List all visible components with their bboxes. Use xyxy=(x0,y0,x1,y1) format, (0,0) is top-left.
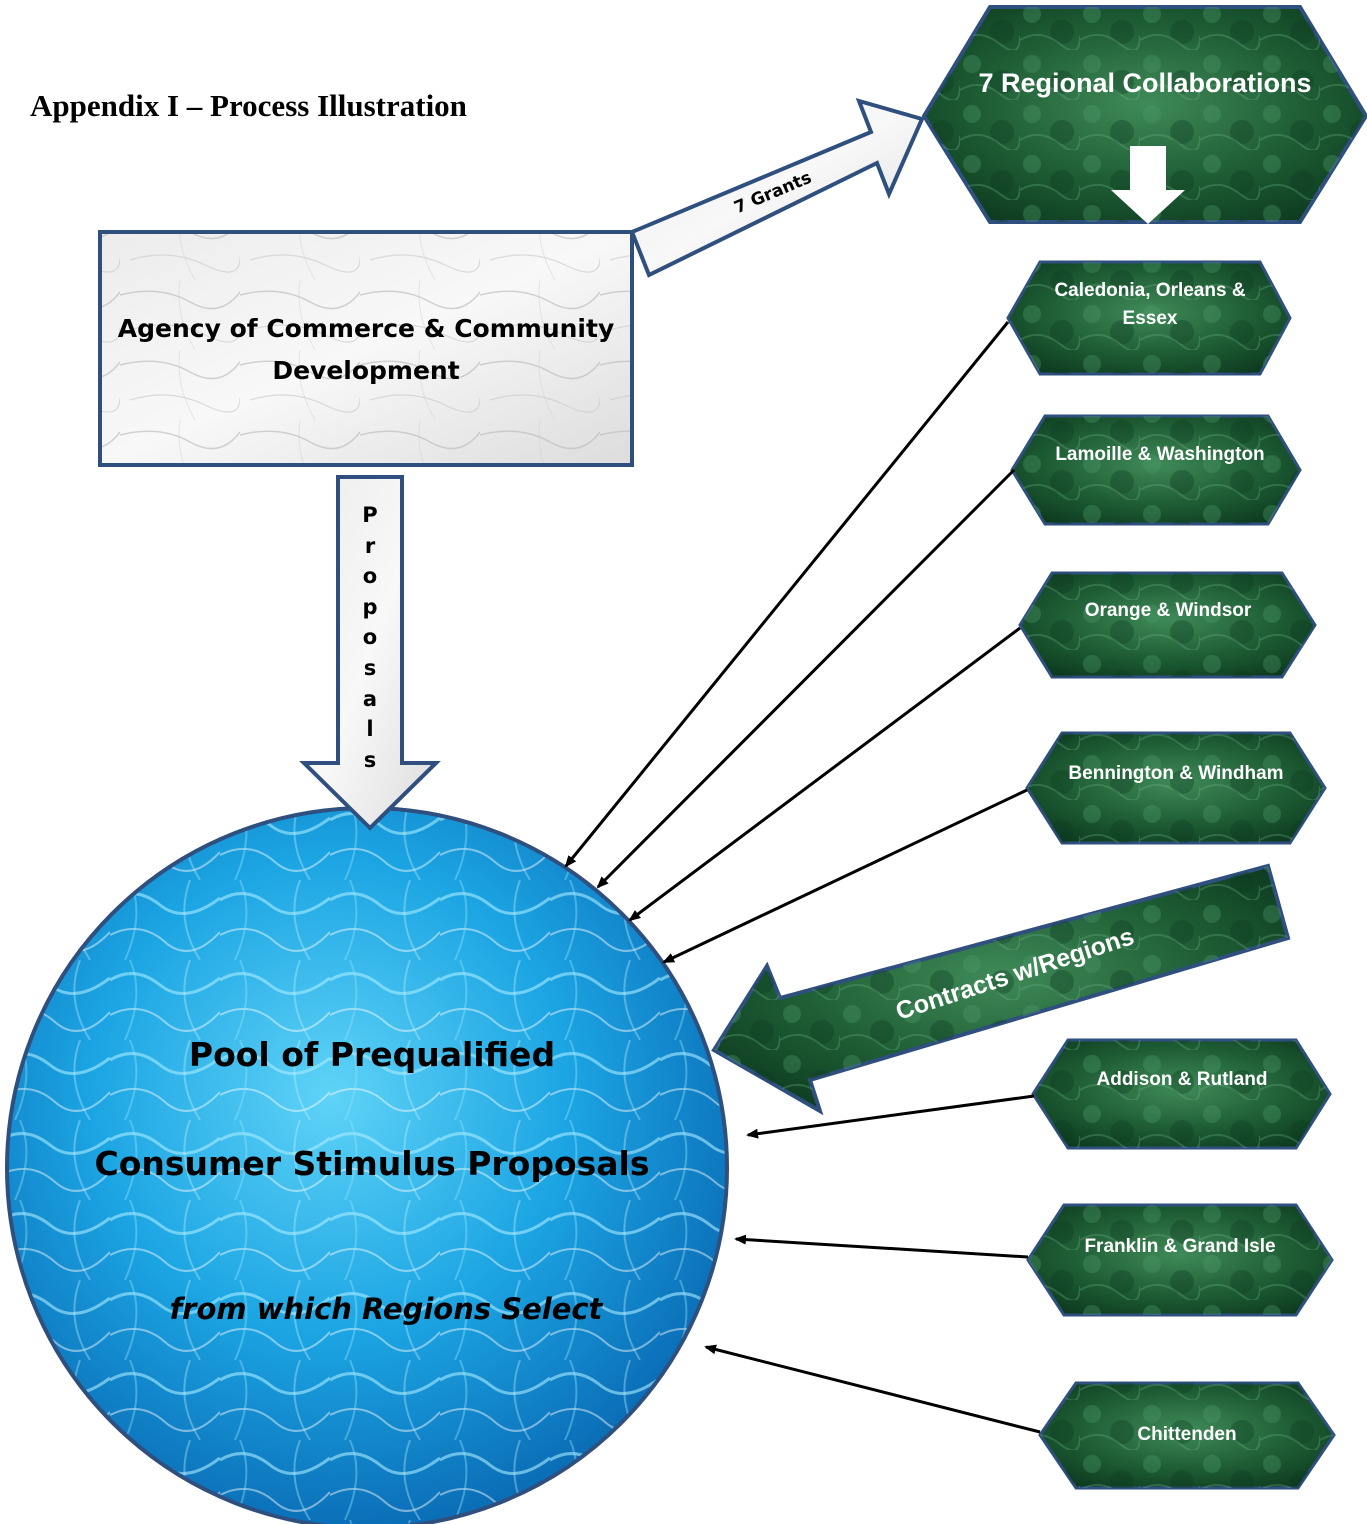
connector-arrow-4 xyxy=(662,788,1028,964)
proposals-letter: p xyxy=(362,594,378,619)
connector-arrow-7 xyxy=(704,1344,1041,1434)
connector-arrow-2 xyxy=(596,468,1016,889)
agency-box xyxy=(98,230,634,467)
connector-arrow-6 xyxy=(734,1234,1029,1259)
region-label-2: Lamoille & Washington xyxy=(1055,444,1265,465)
region-label-4: Bennington & Windham xyxy=(1068,763,1284,784)
region-label-5: Addison & Rutland xyxy=(1096,1069,1268,1090)
region-label-6: Franklin & Grand Isle xyxy=(1084,1236,1276,1257)
region-hexagon-2 xyxy=(1010,414,1302,526)
proposals-letter: a xyxy=(362,686,378,711)
regional-collaborations-hexagon xyxy=(921,5,1367,224)
down-arrow-icon xyxy=(1111,146,1185,224)
proposals-arrow xyxy=(299,475,441,831)
proposals-letter: P xyxy=(362,503,378,527)
connector-arrow-3 xyxy=(628,626,1021,922)
pool-circle xyxy=(5,806,729,1524)
proposals-letter: r xyxy=(364,533,376,558)
pool-title: Pool of Prequalified xyxy=(188,1035,556,1074)
region-hexagon-7 xyxy=(1038,1381,1336,1490)
region-label-3: Orange & Windsor xyxy=(1084,600,1252,621)
region-hexagon-4 xyxy=(1025,731,1327,845)
proposals-letter: o xyxy=(362,625,378,650)
connector-arrow-1 xyxy=(564,321,1010,868)
region-hexagon-1 xyxy=(1006,260,1292,376)
pool-subtitle: Consumer Stimulus Proposals xyxy=(94,1144,650,1183)
regional-collaborations-label: 7 Regional Collaborations xyxy=(978,68,1312,98)
page-title: Appendix I – Process Illustration xyxy=(30,88,467,123)
region-hexagon-5 xyxy=(1031,1038,1332,1150)
region-label-7: Chittenden xyxy=(1137,1424,1237,1445)
proposals-letter: s xyxy=(363,747,377,772)
region-hexagon-6 xyxy=(1026,1203,1334,1317)
grants-arrow xyxy=(629,97,925,278)
pool-note: from which Regions Select xyxy=(169,1292,603,1326)
proposals-letter: l xyxy=(366,717,374,742)
connector-arrow-5 xyxy=(746,1094,1035,1139)
proposals-letter: s xyxy=(363,655,377,680)
contracts-arrow xyxy=(711,863,1291,1116)
agency-label: Agency of Commerce & Community Developme… xyxy=(117,314,615,385)
region-label-1: Caledonia, Orleans & Essex xyxy=(1054,280,1246,329)
proposals-letter: o xyxy=(362,564,378,589)
region-hexagon-3 xyxy=(1018,571,1317,679)
